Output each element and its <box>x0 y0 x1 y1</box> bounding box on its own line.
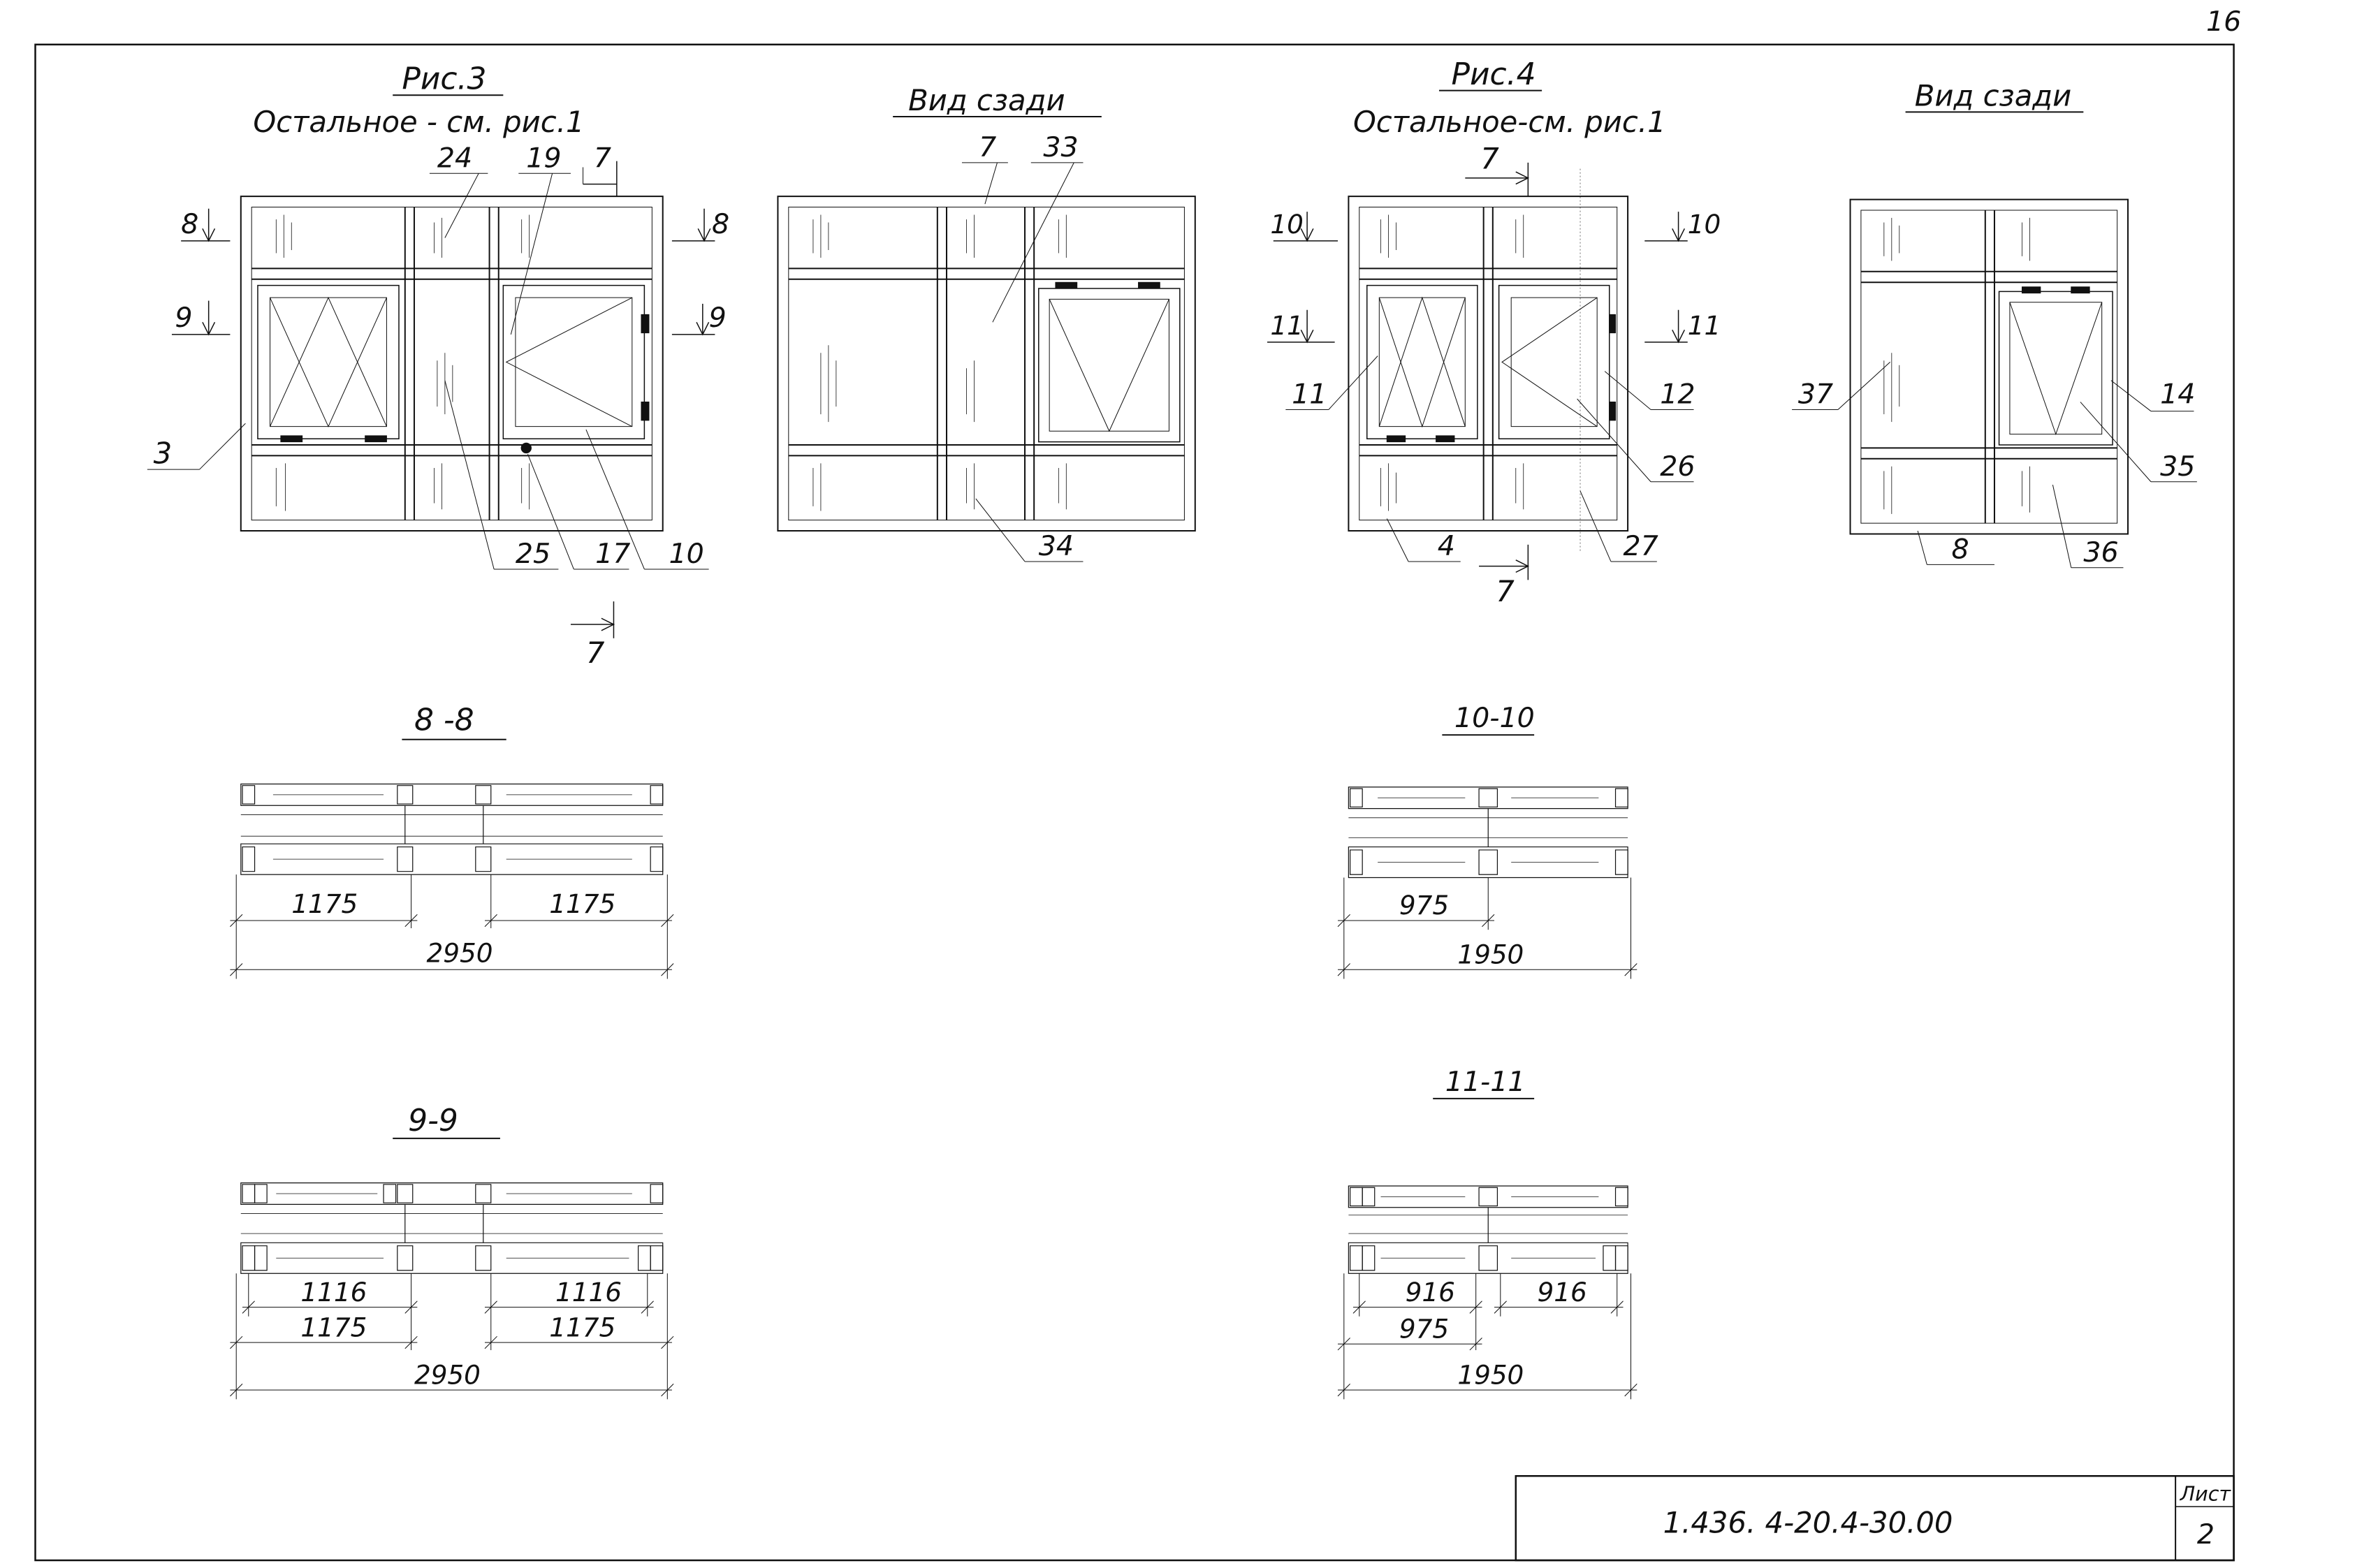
sec-8-8-dim-b: 1175 <box>549 888 615 919</box>
fig3-label-17: 17 <box>595 538 630 570</box>
fig3-back-elevation <box>778 196 1195 531</box>
sheet-number: 2 <box>2197 1518 2215 1551</box>
fig4-cut11-right: 11 <box>1688 310 1721 341</box>
fig3-back-label-34: 34 <box>1039 530 1074 562</box>
sec-11-11-dim-total: 1950 <box>1457 1359 1524 1390</box>
sec-11-11-dim-a1: 916 <box>1406 1277 1455 1307</box>
fig4-back-elevation <box>1851 200 2128 534</box>
section-9-9: 9-9 <box>230 1103 673 1399</box>
sec-9-9-dim-a2: 1175 <box>300 1312 367 1342</box>
fig3-window-elevation <box>241 196 663 531</box>
fig3-group: Рис.3 Остальное - см. рис.1 <box>147 61 729 670</box>
fig3-back-label-7: 7 <box>979 131 996 163</box>
sheet-label: Лист <box>2180 1481 2232 1505</box>
fig4-cut11-left: 11 <box>1270 310 1303 341</box>
fig3-label-24: 24 <box>437 142 472 174</box>
fig3-back-label-33: 33 <box>1043 131 1078 163</box>
sec-11-11-title: 11-11 <box>1445 1066 1526 1098</box>
fig3-cut9-left: 9 <box>175 302 192 334</box>
fig4-back-label-35: 35 <box>2160 450 2195 483</box>
fig3-label-10: 10 <box>669 538 704 570</box>
sec-11-11-dim-a2: 975 <box>1399 1313 1449 1344</box>
fig3-label-7: 7 <box>594 142 611 174</box>
fig3-label-19: 19 <box>526 142 561 174</box>
sec-10-10-dim-a: 975 <box>1399 890 1449 921</box>
fig3-cut8-right: 8 <box>712 208 729 240</box>
title-block: 1.436. 4-20.4-30.00 Лист 2 <box>1516 1476 2234 1560</box>
fig3-note: Остальное - см. рис.1 <box>253 105 584 139</box>
fig4-cut10-left: 10 <box>1270 209 1303 240</box>
sec-9-9-dim-b2: 1175 <box>549 1312 615 1342</box>
section-11-11: 11-11 <box>1338 1066 1637 1400</box>
fig3-back-group: Вид сзади <box>778 83 1195 562</box>
fig4-title: Рис.4 <box>1452 57 1536 92</box>
fig4-cut7-bottom: 7 <box>1496 574 1515 608</box>
sec-9-9-dim-b1: 1116 <box>555 1277 622 1307</box>
sec-8-8-title: 8 -8 <box>414 703 474 738</box>
fig4-back-label-37: 37 <box>1798 379 1833 411</box>
fig4-back-title: Вид сзади <box>1915 79 2071 113</box>
sec-8-8-dim-total: 2950 <box>427 937 493 968</box>
sec-9-9-title: 9-9 <box>408 1103 458 1138</box>
fig4-back-label-36: 36 <box>2083 536 2118 569</box>
fig4-label-4: 4 <box>1438 530 1455 562</box>
fig4-cut7-top: 7 <box>1480 142 1499 176</box>
fig4-group: Рис.4 Остальное-см. рис.1 <box>1267 57 1721 608</box>
fig3-back-title: Вид сзади <box>908 83 1065 117</box>
doc-code: 1.436. 4-20.4-30.00 <box>1663 1505 1953 1539</box>
fig3-label-25: 25 <box>516 538 550 570</box>
sec-10-10-title: 10-10 <box>1454 702 1535 734</box>
fig4-back-label-14: 14 <box>2160 379 2195 411</box>
sec-11-11-dim-b1: 916 <box>1538 1277 1587 1307</box>
fig4-label-27: 27 <box>1624 530 1658 562</box>
sec-10-10-dim-total: 1950 <box>1457 939 1524 970</box>
fig4-label-26: 26 <box>1660 450 1695 483</box>
fig3-title: Рис.3 <box>402 61 486 96</box>
page-number: 16 <box>2206 6 2241 38</box>
sec-9-9-dim-a1: 1116 <box>300 1277 367 1307</box>
sec-9-9-dim-total: 2950 <box>414 1359 481 1390</box>
section-8-8: 8 -8 <box>230 703 673 979</box>
fig4-back-label-8: 8 <box>1951 534 1969 566</box>
sec-8-8-dim-a: 1175 <box>291 888 358 919</box>
fig3-label-3: 3 <box>154 436 173 470</box>
fig3-cut8-left: 8 <box>181 208 198 240</box>
fig4-back-group: Вид сзади <box>1792 79 2197 569</box>
fig4-note: Остальное-см. рис.1 <box>1353 105 1666 139</box>
fig4-label-11: 11 <box>1292 379 1327 411</box>
fig3-cut7-bottom: 7 <box>586 636 605 670</box>
section-10-10: 10-10 <box>1338 702 1637 979</box>
fig4-cut10-right: 10 <box>1688 209 1721 240</box>
fig4-label-12: 12 <box>1660 379 1695 411</box>
sheet-frame <box>36 45 2234 1560</box>
fig4-window-elevation <box>1348 169 1628 552</box>
fig3-cut9-right: 9 <box>709 302 727 334</box>
